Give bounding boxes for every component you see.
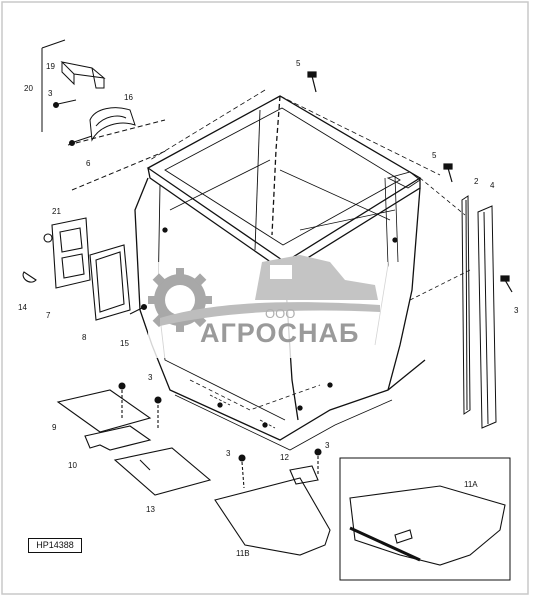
cab-frame xyxy=(134,89,471,451)
floor-mat-11b xyxy=(214,448,331,556)
label-11a: 11A xyxy=(464,480,478,489)
label-11b: 11B xyxy=(236,549,250,558)
label-9: 9 xyxy=(52,423,57,432)
swoosh-icon xyxy=(160,302,380,326)
label-3d: 3 xyxy=(226,449,231,458)
label-16: 16 xyxy=(124,93,133,102)
label-3a: 3 xyxy=(48,89,53,98)
label-20: 20 xyxy=(24,84,33,93)
harvester-icon xyxy=(255,255,378,300)
label-3e: 3 xyxy=(325,441,330,450)
inset-11a xyxy=(339,457,511,581)
label-15: 15 xyxy=(120,339,129,348)
label-6: 6 xyxy=(86,159,91,168)
watermark: ООО АГРОСНАБ xyxy=(148,255,388,358)
watermark-name: АГРОСНАБ xyxy=(200,318,359,348)
label-4: 4 xyxy=(490,181,495,190)
seal-strips xyxy=(461,195,497,429)
figure-code-label: HP14388 xyxy=(28,538,82,553)
label-12: 12 xyxy=(280,453,289,462)
label-5a: 5 xyxy=(296,59,301,68)
window-panels xyxy=(22,217,148,321)
label-21: 21 xyxy=(52,207,61,216)
watermark-prefix: ООО xyxy=(265,306,295,321)
label-10: 10 xyxy=(68,461,77,470)
callout-labels: 20 19 3 16 6 5 5 2 4 3 21 14 7 8 15 3 9 … xyxy=(18,59,519,558)
label-5b: 5 xyxy=(432,151,437,160)
label-7: 7 xyxy=(46,311,51,320)
label-14: 14 xyxy=(18,303,27,312)
label-19: 19 xyxy=(46,62,55,71)
label-3b: 3 xyxy=(514,306,519,315)
bolts-5 xyxy=(307,71,513,293)
floor-mats xyxy=(56,382,212,496)
label-2: 2 xyxy=(474,177,479,186)
label-13: 13 xyxy=(146,505,155,514)
label-3c: 3 xyxy=(148,373,153,382)
bracket-group xyxy=(41,39,169,191)
label-8: 8 xyxy=(82,333,87,342)
